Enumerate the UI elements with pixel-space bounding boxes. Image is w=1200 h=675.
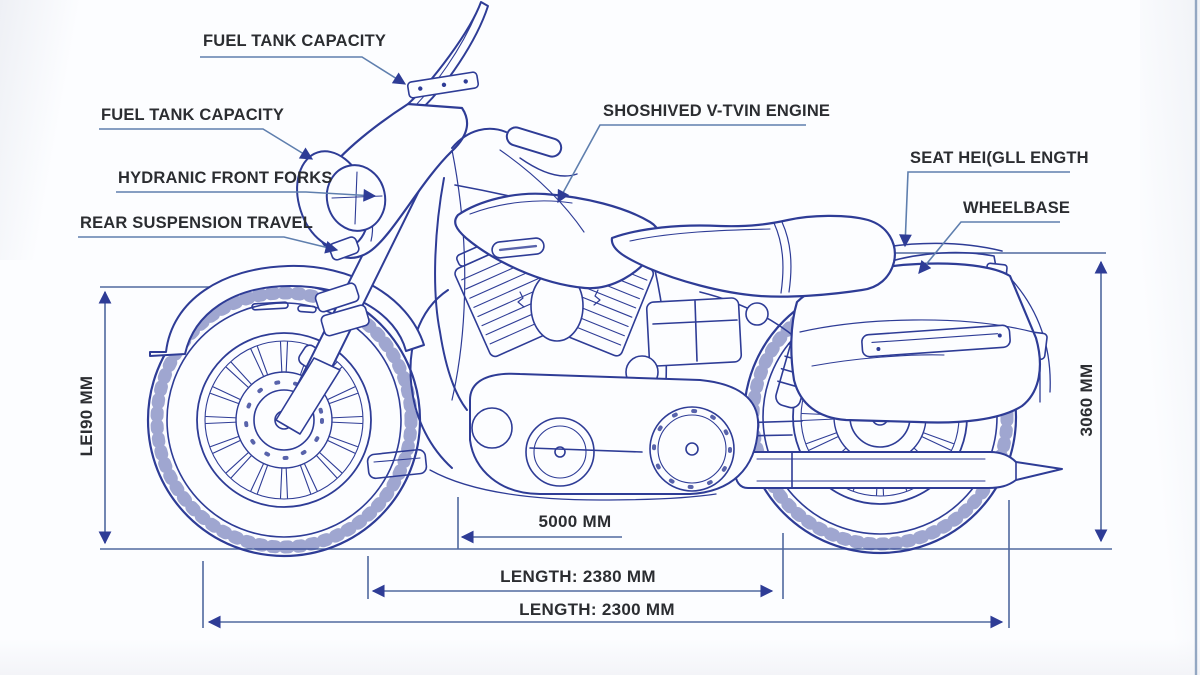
motorcycle-art xyxy=(146,1,1063,558)
callout-front-forks-label: HYDRANIC FRONT FORKS xyxy=(118,168,333,187)
dimension-front-height: LEI90 MM xyxy=(77,375,96,457)
dimension-length-outer: LENGTH: 2300 MM xyxy=(519,600,675,619)
handlebar xyxy=(451,126,585,233)
dimension-lines xyxy=(98,0,1198,675)
dimension-rear-height: 3060 MM xyxy=(1077,363,1096,437)
callout-wheelbase-label: WHEELBASE xyxy=(963,198,1071,217)
saddlebag xyxy=(790,262,1042,424)
callout-windshield-label: FUEL TANK CAPACITY xyxy=(203,31,387,50)
callout-leaders xyxy=(78,56,1070,274)
callout-headlight-label: FUEL TANK CAPACITY xyxy=(101,105,285,124)
callout-seat-height-label: SEAT HEI(GLL ENGTH xyxy=(910,148,1089,167)
exhaust-muffler xyxy=(689,451,1063,489)
callout-engine-label: SHOSHIVED V-TVIN ENGINE xyxy=(603,101,831,120)
dimension-base-length: 5000 MM xyxy=(538,512,612,531)
callout-rear-suspension-label: REAR SUSPENSION TRAVEL xyxy=(80,213,314,232)
dimension-length-inner: LENGTH: 2380 MM xyxy=(500,567,656,586)
headlight xyxy=(296,150,387,337)
seat xyxy=(610,214,896,298)
